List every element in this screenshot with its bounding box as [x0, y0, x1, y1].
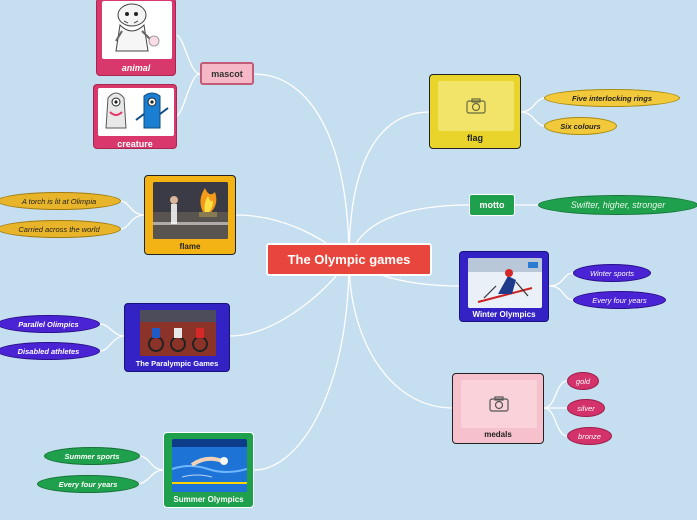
flag-card[interactable]: flag — [429, 74, 521, 149]
flag-item-colours[interactable]: Six colours — [544, 117, 617, 135]
link-medals — [348, 259, 454, 409]
link-mascot — [253, 73, 350, 261]
winter-item-sports[interactable]: Winter sports — [573, 264, 651, 282]
paralympic-item-disabled[interactable]: Disabled athletes — [0, 342, 100, 360]
paralympic-card[interactable]: The Paralympic Games — [124, 303, 230, 372]
mascot-topic[interactable]: mascot — [200, 62, 254, 85]
flame-card[interactable]: flame — [144, 175, 236, 255]
paralympic-label: The Paralympic Games — [135, 359, 219, 368]
summer-olympics-card[interactable]: Summer Olympics — [163, 432, 254, 508]
medals-item-silver[interactable]: silver — [567, 399, 605, 417]
animal-label: animal — [121, 63, 151, 73]
creature-mascot-image — [98, 88, 174, 136]
medals-card[interactable]: medals — [452, 373, 544, 444]
motto-item[interactable]: Swifter, higher, stronger — [538, 195, 697, 215]
flag-label: flag — [466, 133, 483, 143]
animal-mascot-image — [102, 1, 172, 59]
animal-card[interactable]: animal — [96, 0, 176, 76]
camera-icon — [466, 98, 486, 114]
paralympic-image — [140, 310, 216, 356]
medals-image-placeholder — [461, 380, 537, 428]
summer-olympics-label: Summer Olympics — [173, 495, 244, 504]
flame-item-torch[interactable]: A torch is lit at Olimpia — [0, 192, 121, 210]
summer-item-four-years[interactable]: Every four years — [37, 475, 139, 493]
paralympic-item-parallel[interactable]: Parallel Olimpics — [0, 315, 100, 333]
flame-item-carried[interactable]: Carried across the world — [0, 220, 121, 238]
creature-label: creature — [117, 139, 153, 149]
winter-item-four-years[interactable]: Every four years — [573, 291, 666, 309]
flame-image — [153, 182, 228, 239]
winter-olympics-label: Winter Olympics — [472, 310, 536, 319]
creature-card[interactable]: creature — [93, 84, 177, 149]
medals-label: medals — [484, 430, 512, 439]
medals-item-bronze[interactable]: bronze — [567, 427, 612, 445]
winter-olympics-image — [468, 258, 542, 308]
medals-item-gold[interactable]: gold — [567, 372, 599, 390]
link-flag — [348, 111, 431, 261]
link-summer — [253, 259, 350, 471]
summer-olympics-image — [172, 439, 247, 492]
central-topic[interactable]: The Olympic games — [266, 243, 432, 276]
flame-label: flame — [179, 242, 201, 251]
camera-icon — [489, 396, 509, 412]
flag-image-placeholder — [438, 81, 514, 131]
flag-item-rings[interactable]: Five interlocking rings — [544, 89, 680, 107]
summer-item-sports[interactable]: Summer sports — [44, 447, 140, 465]
winter-olympics-card[interactable]: Winter Olympics — [459, 251, 549, 322]
motto-topic[interactable]: motto — [469, 194, 515, 216]
